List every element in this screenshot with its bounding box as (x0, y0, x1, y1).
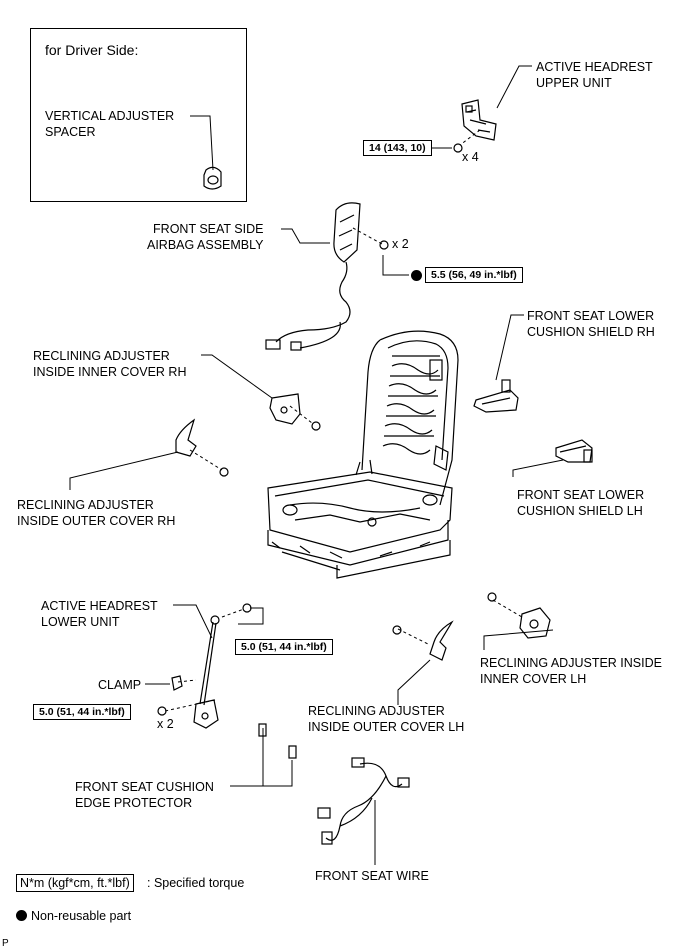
legend-torque-box: N*m (kgf*cm, ft.*lbf) (16, 874, 134, 892)
reclining-outer-cover-lh-part (392, 620, 454, 661)
active-headrest-lower-part (157, 603, 252, 729)
driver-side-inset (30, 28, 247, 202)
clamp-part (171, 675, 183, 691)
driver-side-title: for Driver Side: (45, 42, 139, 58)
active-headrest-upper-part (453, 99, 497, 153)
reclining-outer-cover-lh-label: RECLINING ADJUSTER INSIDE OUTER COVER LH (308, 704, 465, 734)
reclining-outer-cover-rh-label: RECLINING ADJUSTER INSIDE OUTER COVER RH (17, 498, 176, 528)
seat-frame-part (267, 330, 459, 579)
clamp-label: CLAMP (98, 678, 142, 692)
side-airbag-label: FRONT SEAT SIDE AIRBAG ASSEMBLY (147, 222, 264, 252)
reclining-inner-cover-lh-label: RECLINING ADJUSTER INSIDE INNER COVER LH (480, 656, 662, 686)
vertical-adjuster-spacer-part (203, 166, 222, 190)
front-seat-wire-label: FRONT SEAT WIRE (315, 869, 429, 883)
reclining-inner-cover-lh-part (487, 592, 551, 639)
torque-lower-unit-bottom: 5.0 (51, 44 in.*lbf) (33, 704, 131, 720)
vertical-adjuster-spacer-label: VERTICAL ADJUSTER SPACER (45, 109, 175, 139)
legend-torque-text: : Specified torque (147, 876, 245, 890)
front-seat-wire-part (317, 757, 410, 845)
qty-lower-unit: x 2 (157, 717, 174, 731)
torque-airbag: 5.5 (56, 49 in.*lbf) (425, 267, 523, 283)
cushion-edge-protector-label: FRONT SEAT CUSHION EDGE PROTECTOR (75, 780, 214, 810)
qty-airbag: x 2 (392, 237, 409, 251)
lower-cushion-shield-rh-part (473, 379, 519, 413)
legend-non-reusable-dot (16, 910, 27, 921)
reclining-inner-cover-rh-label: RECLINING ADJUSTER INSIDE INNER COVER RH (33, 349, 187, 379)
figure-code: P (2, 938, 9, 949)
lower-cushion-shield-lh-part (555, 439, 593, 463)
fastener-lines (164, 129, 523, 712)
reclining-inner-cover-rh-part (269, 393, 321, 431)
active-headrest-lower-label: ACTIVE HEADREST LOWER UNIT (41, 599, 158, 629)
active-headrest-upper-label: ACTIVE HEADREST UPPER UNIT (536, 60, 653, 90)
legend-non-reusable-text: Non-reusable part (31, 909, 132, 923)
cushion-edge-protector-part (258, 723, 297, 759)
torque-upper-unit: 14 (143, 10) (363, 140, 432, 156)
reclining-outer-cover-rh-part (175, 418, 229, 477)
lower-cushion-shield-rh-label: FRONT SEAT LOWER CUSHION SHIELD RH (527, 309, 655, 339)
torque-lower-unit-top: 5.0 (51, 44 in.*lbf) (235, 639, 333, 655)
lower-cushion-shield-lh-label: FRONT SEAT LOWER CUSHION SHIELD LH (517, 488, 645, 518)
qty-upper-unit: x 4 (462, 150, 479, 164)
leader-lines (69, 65, 564, 865)
non-reusable-marker (411, 270, 422, 281)
side-airbag-part (265, 202, 389, 351)
